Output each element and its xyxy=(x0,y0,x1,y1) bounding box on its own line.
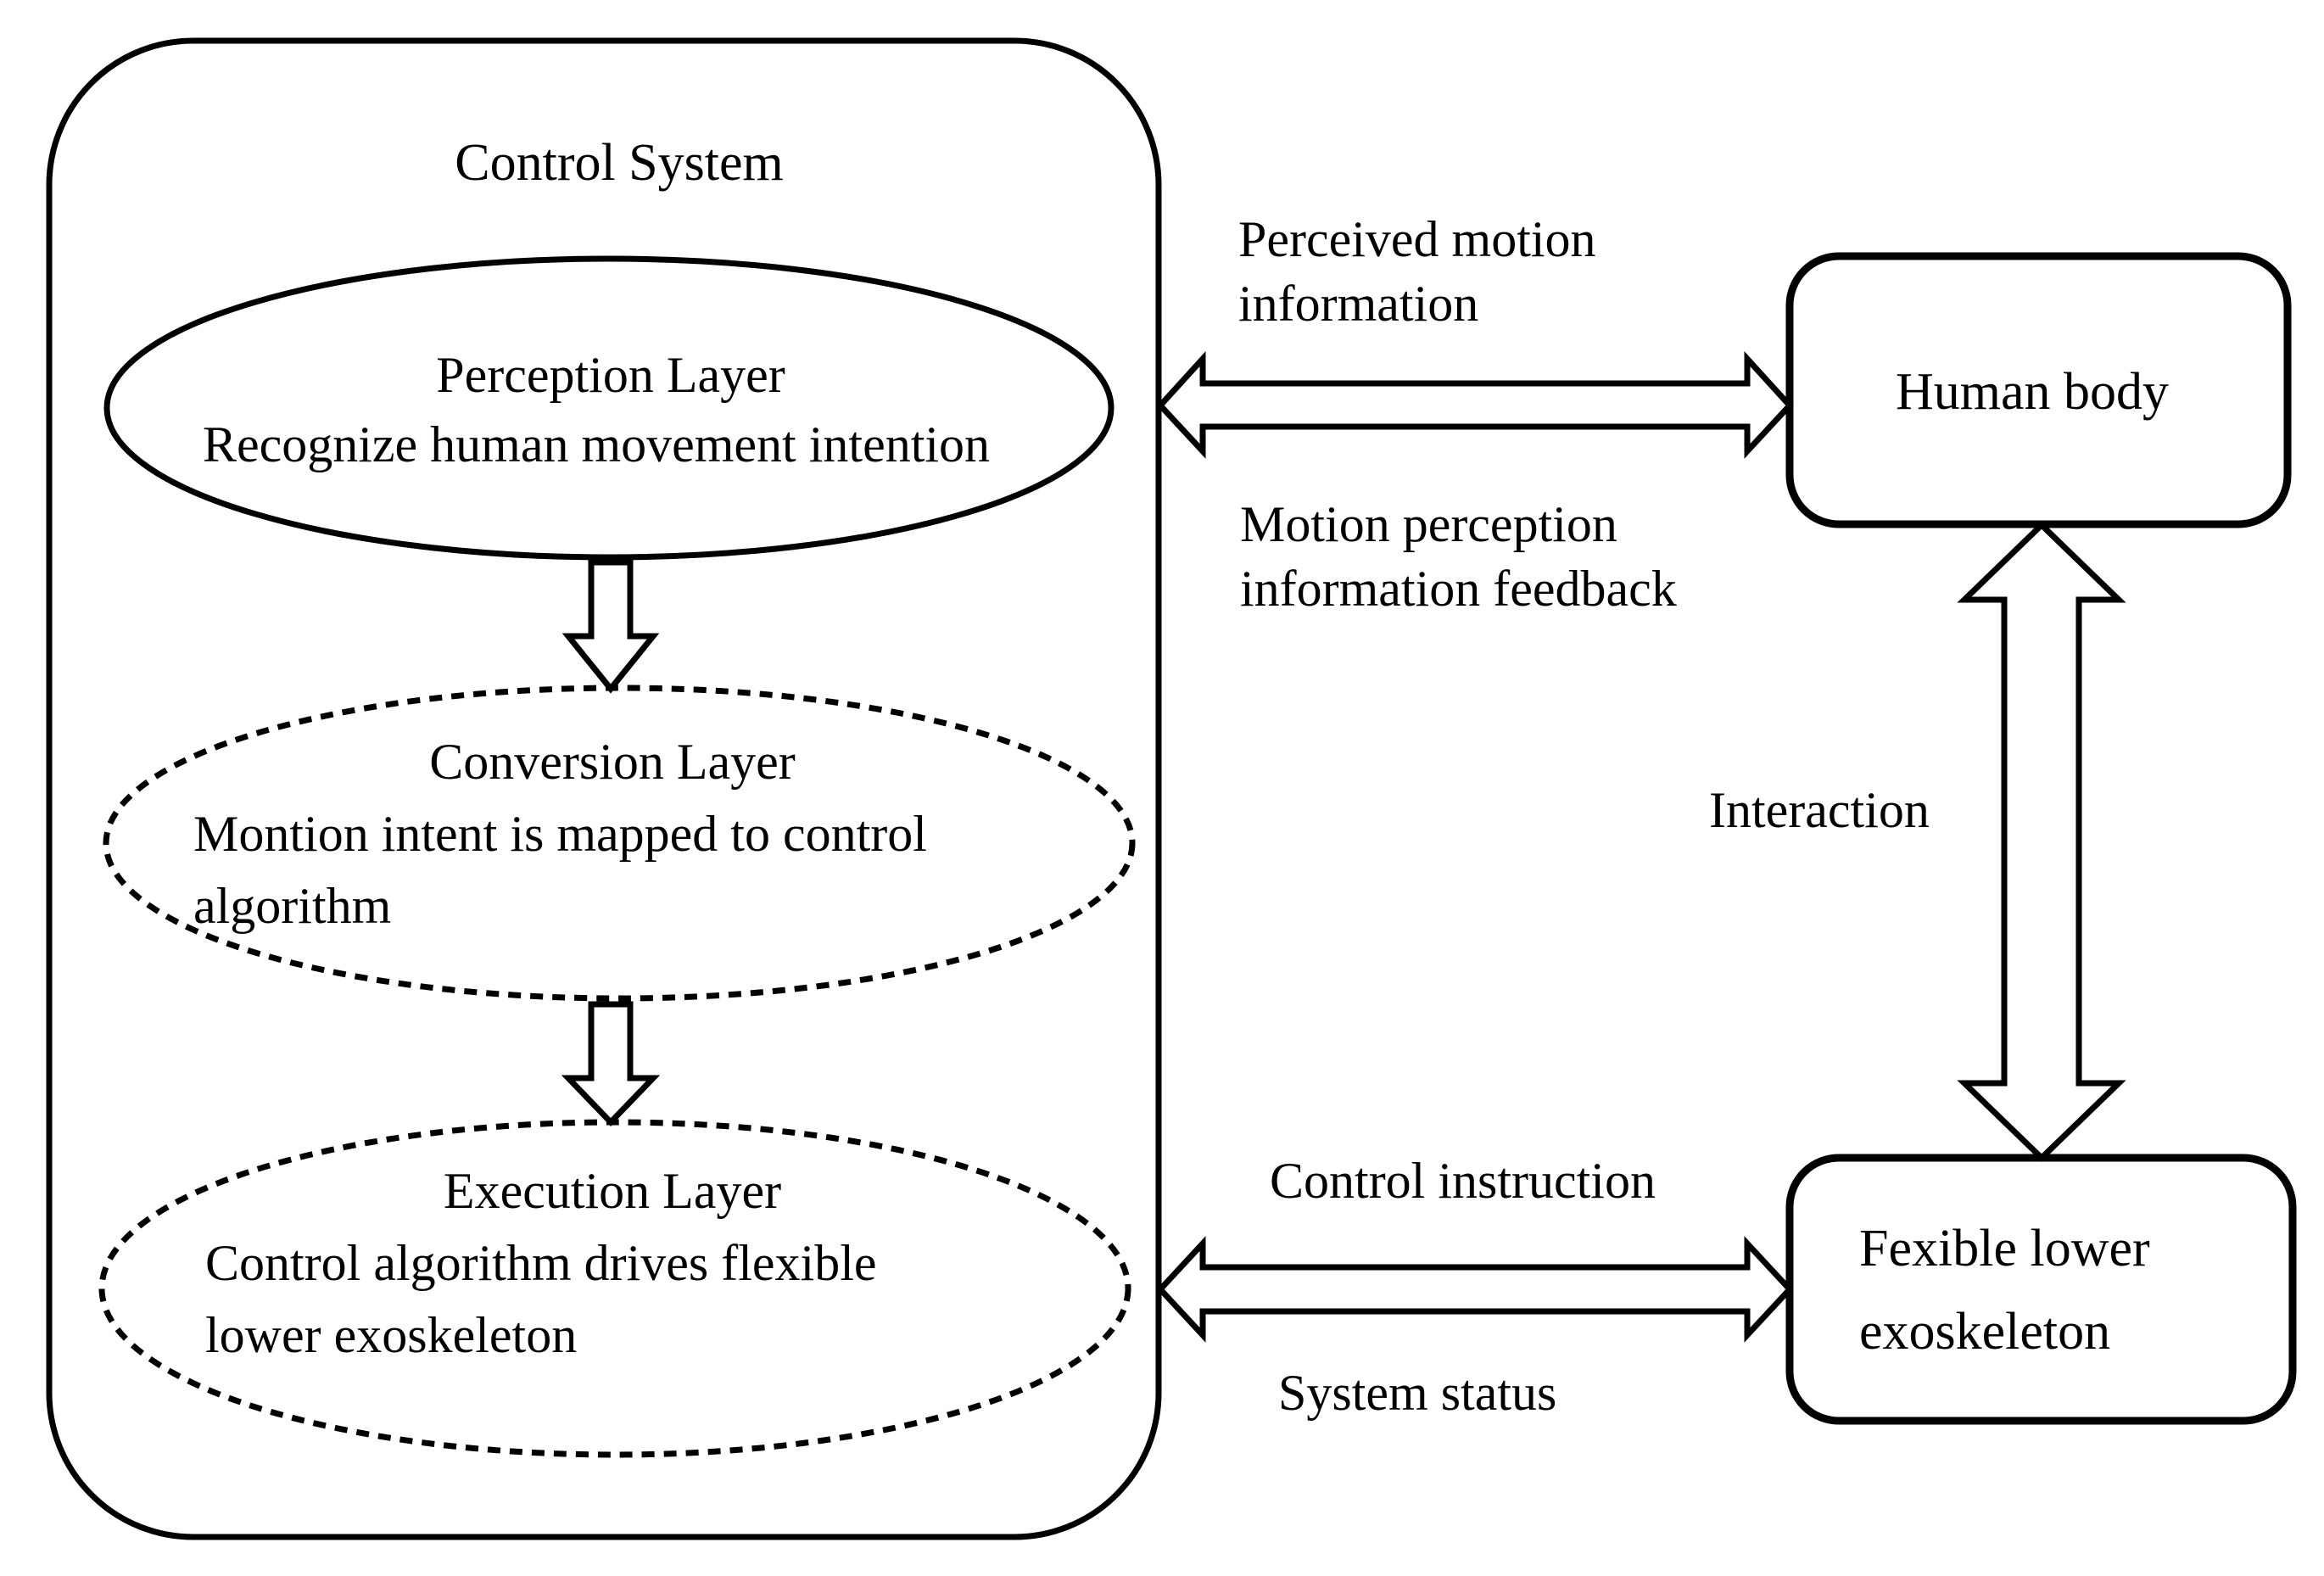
execution-layer-title: Execution Layer xyxy=(444,1163,781,1219)
exoskeleton-label-line2: exoskeleton xyxy=(1859,1303,2110,1361)
execution-layer-description-line2: lower exoskeleton xyxy=(205,1307,577,1363)
exoskeleton-label-line1: Fexible lower xyxy=(1859,1220,2150,1277)
conversion-layer-description-line2: algorithm xyxy=(193,878,391,934)
motion-feedback-label-line2: information feedback xyxy=(1240,561,1677,617)
control-system-title: Control System xyxy=(455,134,784,192)
execution-layer-ellipse xyxy=(98,1119,1131,1458)
arrow-perception-to-conversion xyxy=(561,559,660,694)
interaction-label: Interaction xyxy=(1709,782,1930,838)
perceived-motion-label-line2: information xyxy=(1238,276,1478,332)
perceived-motion-label-line1: Perceived motion xyxy=(1238,211,1596,267)
execution-layer-description-line1: Control algorithm drives flexible xyxy=(205,1235,877,1291)
motion-feedback-label-line1: Motion perception xyxy=(1240,496,1617,552)
conversion-layer-title: Conversion Layer xyxy=(429,734,796,790)
perception-layer-description: Recognize human movement intention xyxy=(203,416,990,472)
control-instruction-label: Control instruction xyxy=(1270,1153,1656,1209)
exoskeleton-node xyxy=(1785,1154,2297,1425)
system-status-label: System status xyxy=(1278,1365,1556,1421)
arrow-human-exoskeleton xyxy=(1957,521,2126,1162)
arrow-control-human xyxy=(1156,350,1794,459)
conversion-layer-ellipse xyxy=(103,685,1136,1002)
human-body-label: Human body xyxy=(1896,363,2169,421)
control-system-container xyxy=(46,37,1162,1540)
conversion-layer-description-line1: Montion intent is mapped to control xyxy=(193,806,927,862)
arrow-conversion-to-execution xyxy=(561,1001,661,1127)
perception-layer-title: Perception Layer xyxy=(436,347,785,403)
perception-layer-ellipse xyxy=(103,255,1115,561)
arrow-control-exoskeleton xyxy=(1156,1236,1794,1343)
